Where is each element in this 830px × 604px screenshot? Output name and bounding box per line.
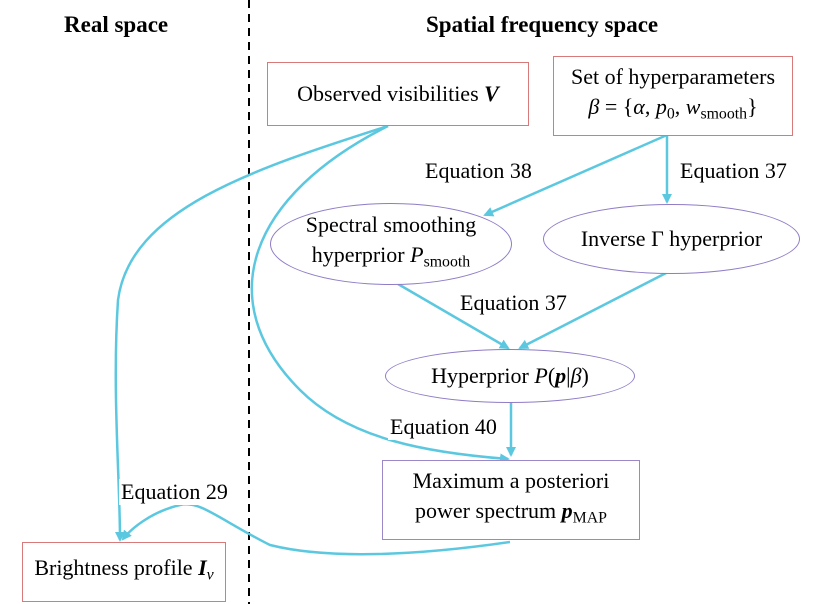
hyperprior-ellipse: Hyperprior P(p|β) <box>385 349 635 403</box>
edge-label-equation-37-right: Equation 37 <box>678 158 789 184</box>
header-spatial-frequency-space: Spatial frequency space <box>426 12 659 37</box>
arrow-observed-to-map <box>250 124 510 464</box>
arrow-inverse-gamma-to-hyperprior <box>518 270 669 350</box>
inverse-gamma-label: Inverse Γ hyperprior <box>580 226 763 251</box>
arrow-smoothing-to-hyperprior <box>397 282 510 350</box>
map-power-spectrum-box: Maximum a posteriori power spectrum pMAP <box>382 460 640 540</box>
spectral-smoothing-label: Spectral smoothing hyperprior Psmooth <box>305 212 477 271</box>
observed-visibilities-box: Observed visibilities V <box>267 62 529 126</box>
observed-visibilities-label: Observed visibilities V <box>297 81 499 106</box>
hyperprior-label: Hyperprior P(p|β) <box>431 363 589 388</box>
brightness-profile-label: Brightness profile Iν <box>34 555 214 584</box>
hyperparameters-box: Set of hyperparameters β = {α, p0, wsmoo… <box>553 56 793 136</box>
inverse-gamma-hyperprior-ellipse: Inverse Γ hyperprior <box>543 204 800 274</box>
edge-label-equation-38: Equation 38 <box>423 158 534 184</box>
hyperparameters-label: Set of hyperparameters β = {α, p0, wsmoo… <box>570 64 776 123</box>
arrow-hyperparams-to-smoothing <box>483 133 668 217</box>
edge-label-equation-29: Equation 29 <box>119 479 230 505</box>
arrow-map-to-brightness <box>121 502 511 556</box>
spectral-smoothing-hyperprior-ellipse: Spectral smoothing hyperprior Psmooth <box>270 203 512 285</box>
arrow-observed-to-brightness <box>114 124 389 542</box>
edge-label-equation-37-middle: Equation 37 <box>458 290 569 316</box>
map-power-spectrum-label: Maximum a posteriori power spectrum pMAP <box>412 468 610 527</box>
brightness-profile-box: Brightness profile Iν <box>22 542 226 602</box>
header-real-space: Real space <box>64 12 169 37</box>
edge-label-equation-40: Equation 40 <box>388 414 499 440</box>
